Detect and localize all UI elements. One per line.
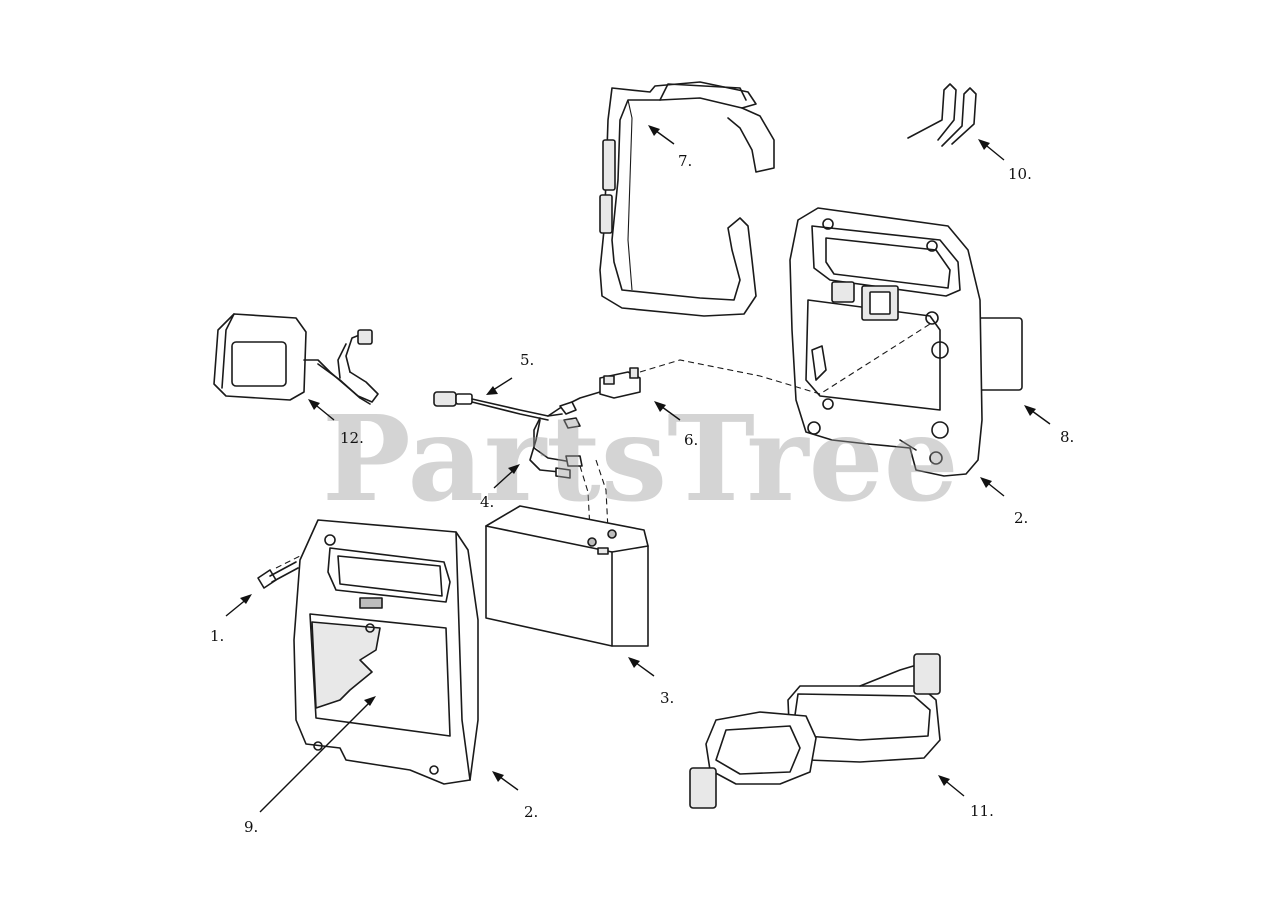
part-6-breaker[interactable] bbox=[599, 367, 641, 399]
callout-5: 5. bbox=[520, 351, 534, 369]
part-3-battery[interactable] bbox=[485, 505, 649, 647]
part-2-rear-housing[interactable] bbox=[789, 207, 1023, 477]
part-5-wire-harness[interactable] bbox=[433, 391, 601, 479]
callout-2-rear: 2. bbox=[1014, 509, 1028, 527]
callout-labels: 1. 2. 2. 3. 4. 5. 6. 7. 8. 9. 10. 11. 12… bbox=[210, 152, 1074, 836]
part-1-screw[interactable] bbox=[257, 561, 299, 589]
callout-7: 7. bbox=[678, 152, 692, 170]
part-7-harness-frame[interactable] bbox=[599, 81, 775, 317]
watermark: PartsTree bbox=[322, 389, 959, 528]
callout-9: 9. bbox=[244, 818, 258, 836]
callout-8: 8. bbox=[1060, 428, 1074, 446]
callout-11: 11. bbox=[970, 802, 994, 820]
callout-1: 1. bbox=[210, 627, 224, 645]
part-2-front-housing[interactable] bbox=[293, 519, 479, 785]
callout-3: 3. bbox=[660, 689, 674, 707]
callout-12: 12. bbox=[340, 429, 364, 447]
callout-4: 4. bbox=[480, 493, 494, 511]
callout-6: 6. bbox=[684, 431, 698, 449]
callout-arrows bbox=[225, 125, 1051, 813]
callout-10: 10. bbox=[1008, 165, 1032, 183]
callout-2-front: 2. bbox=[524, 803, 538, 821]
part-10-wire-clip[interactable] bbox=[907, 83, 977, 147]
part-12-charger[interactable] bbox=[213, 313, 379, 405]
part-11-strap[interactable] bbox=[689, 653, 941, 809]
